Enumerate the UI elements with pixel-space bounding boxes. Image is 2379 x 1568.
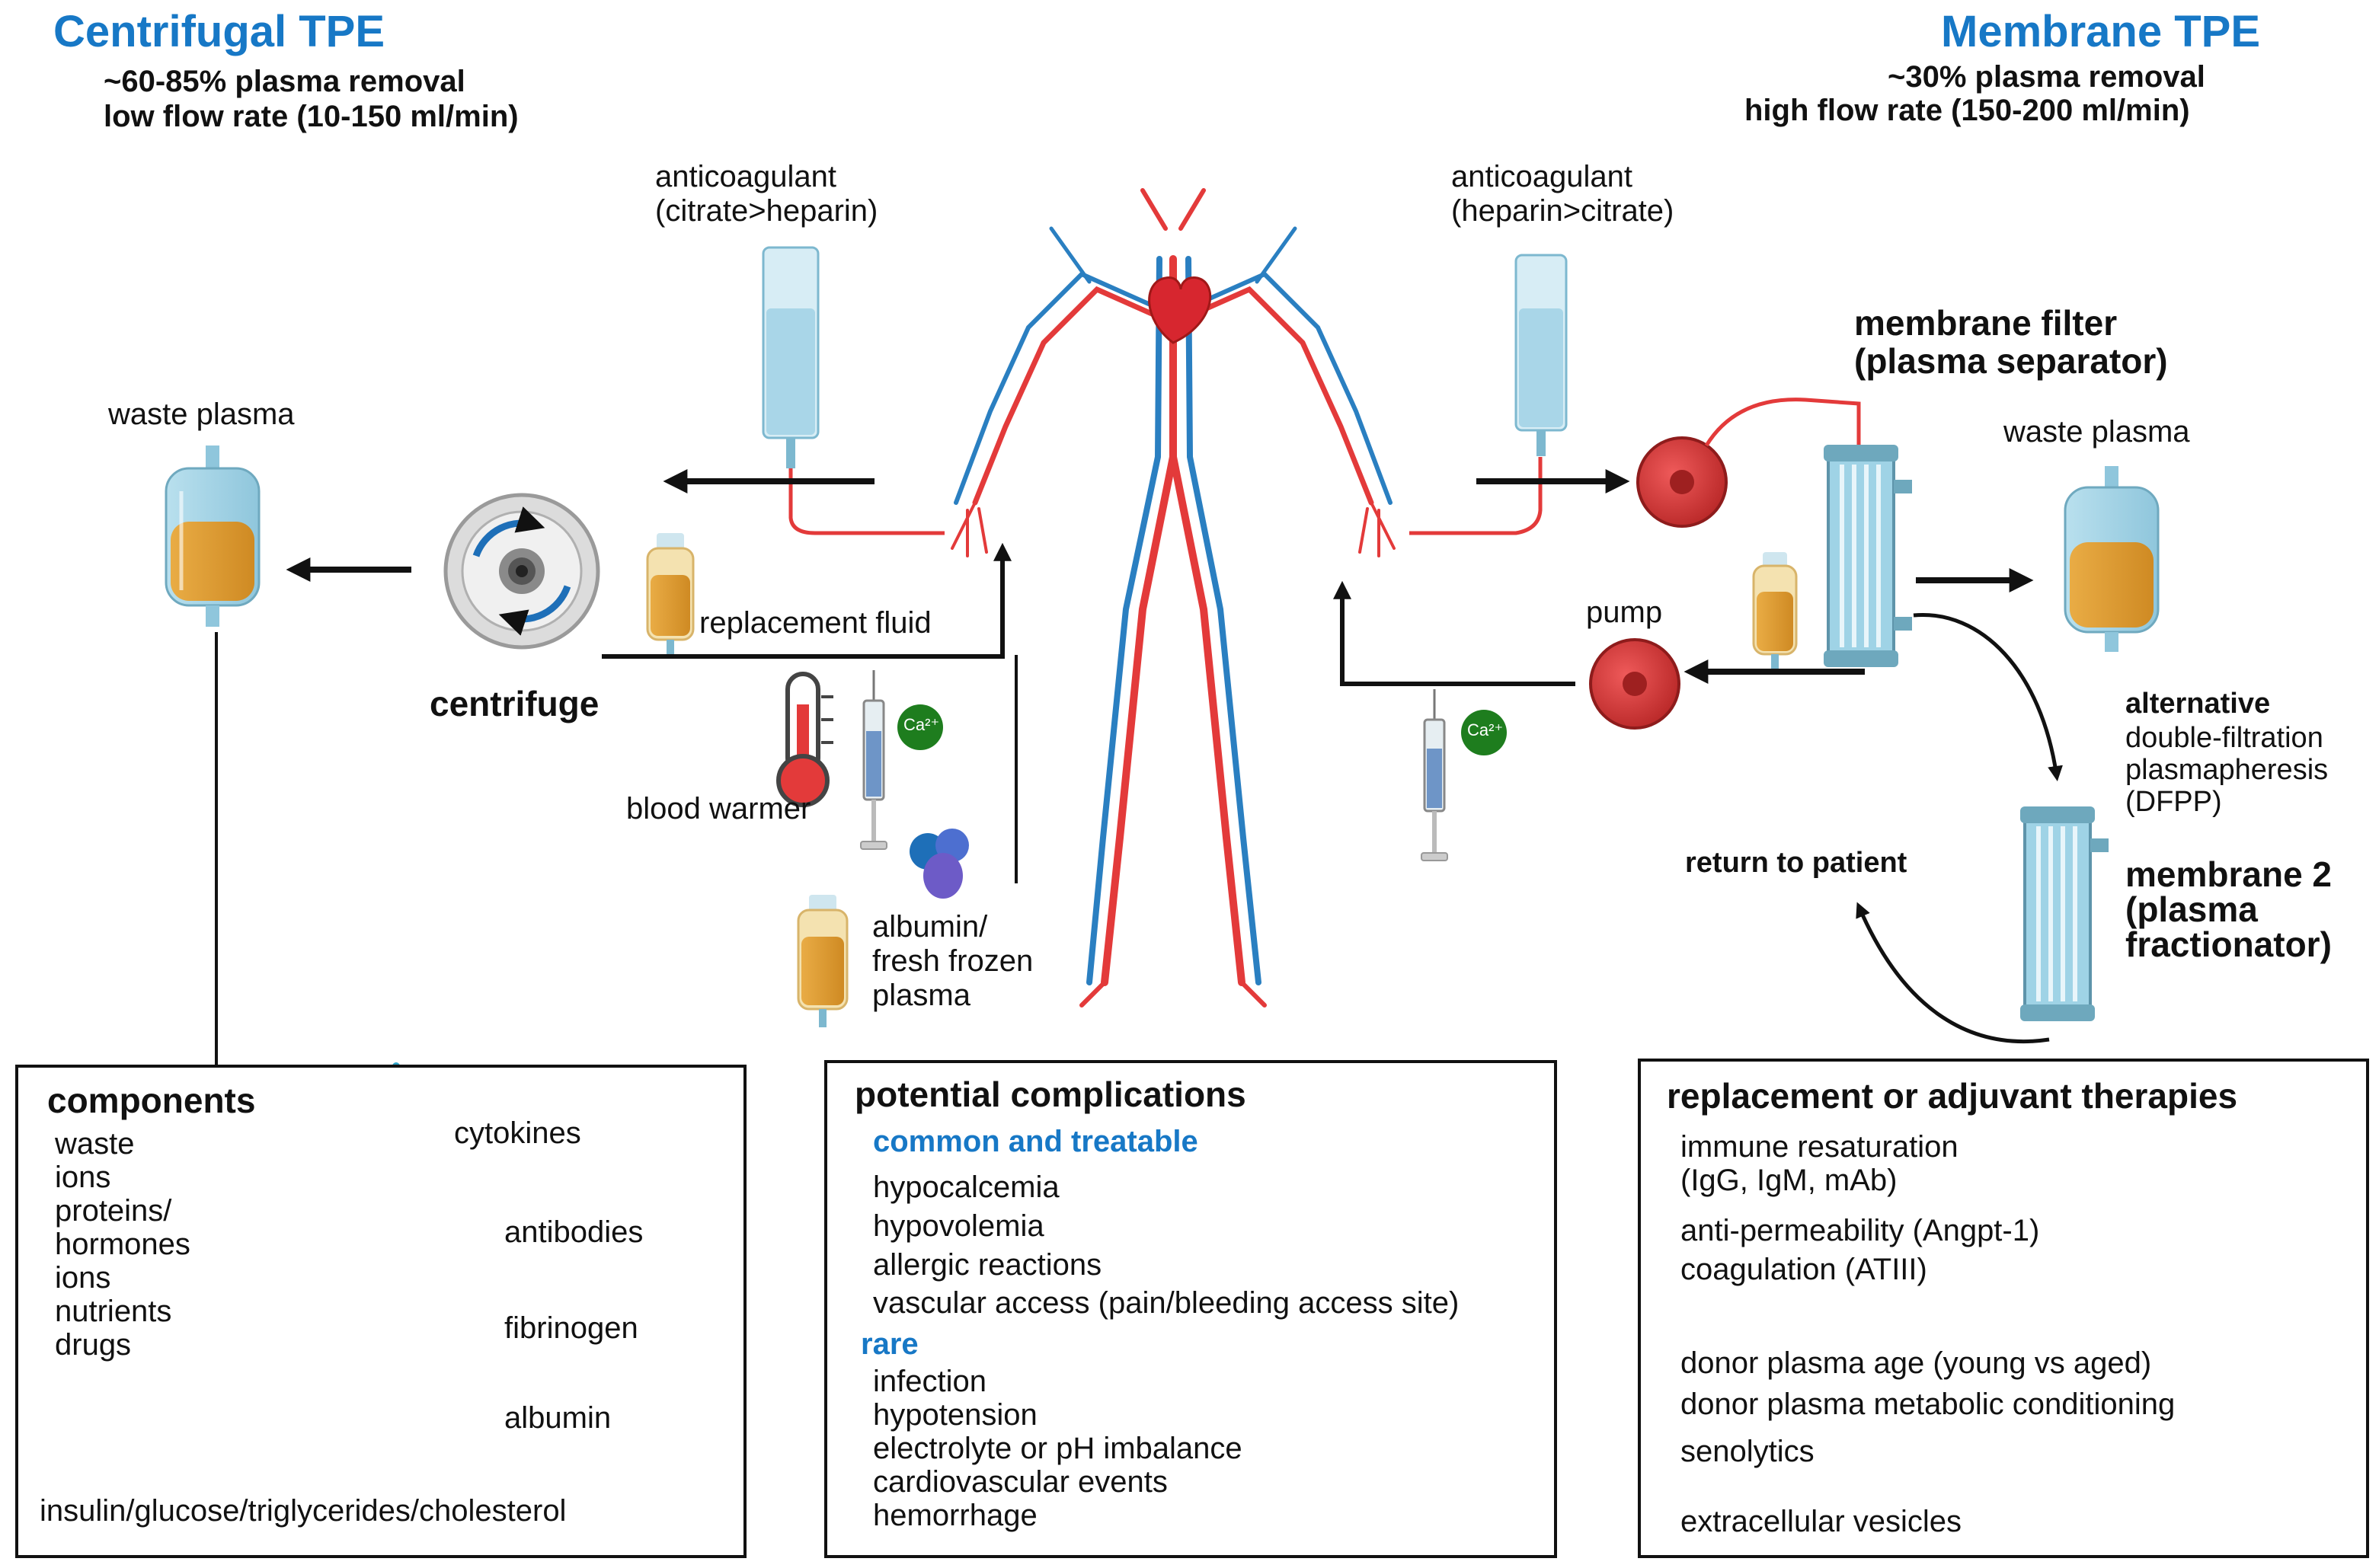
complication-item: electrolyte or pH imbalance — [873, 1432, 1242, 1465]
membrane-2-label: membrane 2 — [2125, 854, 2333, 894]
pump-to-filter-line — [1704, 398, 1861, 457]
complication-item: vascular access (pain/bleeding access si… — [873, 1286, 1460, 1321]
replacement-fluid-bag-icon — [646, 533, 695, 658]
donor-age-label: donor plasma age (young vs aged) — [1680, 1346, 2152, 1380]
complication-item: hypotension — [873, 1398, 1038, 1432]
components-box — [15, 1065, 747, 1558]
anticoagulant-left-label: anticoagulant — [655, 160, 836, 193]
dfpp-line4: (DFPP) — [2125, 786, 2222, 818]
waste-plasma-right-label: waste plasma — [2003, 415, 2190, 449]
senolytics-label: senolytics — [1680, 1435, 1815, 1468]
waste-plasma-bag-left-icon — [165, 445, 261, 627]
filter-to-membrane2-arrow — [1913, 612, 2063, 781]
immune-restoration-label: immune resaturation — [1680, 1130, 1959, 1164]
dfpp-line2: double-filtration — [2125, 722, 2323, 754]
albumin-label: albumin — [504, 1401, 612, 1435]
centrifuge-label: centrifuge — [430, 684, 600, 723]
pump-bottom-icon — [1589, 638, 1680, 730]
calcium-badge-right — [1461, 710, 1507, 755]
anticoagulant-line-right — [1409, 457, 1543, 535]
membrane-2-icon — [2020, 806, 2109, 1021]
membrane-tpe-title: Membrane TPE — [1941, 7, 2260, 56]
centrifugal-tpe-flow: low flow rate (10-150 ml/min) — [104, 100, 519, 133]
donor-metabolic-label: donor plasma metabolic conditioning — [1680, 1388, 2176, 1421]
plasma-separator-label: (plasma separator) — [1854, 341, 2168, 381]
immune-restoration-types: (IgG, IgM, mAb) — [1680, 1164, 1898, 1197]
centrifugal-tpe-removal: ~60-85% plasma removal — [104, 65, 465, 98]
alternative-label: alternative — [2125, 688, 2271, 720]
component-item: hormones — [55, 1228, 190, 1261]
albumin-ffp-line3: plasma — [872, 979, 970, 1012]
complication-item: infection — [873, 1365, 986, 1398]
pump-top-icon — [1636, 436, 1728, 528]
therapies-box — [1638, 1059, 2369, 1558]
component-item: proteins/ — [55, 1194, 172, 1228]
components-title: components — [47, 1081, 256, 1120]
albumin-ffp-bag-icon — [797, 895, 849, 1027]
complication-item: cardiovascular events — [873, 1465, 1168, 1499]
component-item: drugs — [55, 1328, 132, 1362]
waste-plasma-left-label: waste plasma — [108, 398, 295, 431]
common-complications-list: hypocalcemia hypovolemia allergic reacti… — [873, 1168, 1459, 1323]
waste-plasma-bag-right-icon — [2064, 466, 2160, 652]
antibodies-label: antibodies — [504, 1215, 644, 1249]
membrane-2-line3: fractionator) — [2125, 925, 2332, 964]
component-item: ions — [55, 1161, 111, 1194]
calcium-badge-left — [897, 704, 943, 750]
calcium-right-label: Ca²⁺ — [1467, 720, 1504, 739]
complication-item: hypovolemia — [873, 1209, 1044, 1243]
anticoagulant-line-left — [788, 468, 945, 535]
complication-item: hypocalcemia — [873, 1170, 1060, 1204]
membrane-2-line2: (plasma — [2125, 889, 2258, 929]
replacement-fluid-return-arrow — [602, 542, 1012, 659]
membrane-tpe-flow: high flow rate (150-200 ml/min) — [1744, 94, 2190, 127]
common-treatable-heading: common and treatable — [873, 1125, 1198, 1158]
membrane-filter-icon — [1824, 445, 1912, 667]
pump-label: pump — [1586, 596, 1663, 629]
syringe-left-icon — [860, 670, 887, 850]
cytokines-label: cytokines — [454, 1116, 581, 1150]
rare-complications-list: infection hypotension electrolyte or pH … — [873, 1365, 1242, 1532]
components-list: waste ions proteins/ hormones ions nutri… — [55, 1127, 190, 1362]
complications-title: potential complications — [855, 1075, 1246, 1114]
syringe-right-icon — [1421, 689, 1448, 861]
complications-box — [824, 1060, 1557, 1558]
pump-return-arrow — [1333, 580, 1575, 686]
extracellular-vesicles-label: extracellular vesicles — [1680, 1505, 1962, 1538]
thermometer-icon — [776, 672, 833, 807]
insulin-glucose-label: insulin/glucose/triglycerides/cholestero… — [40, 1494, 567, 1528]
fibrinogen-label: fibrinogen — [504, 1311, 638, 1345]
component-item: nutrients — [55, 1295, 172, 1328]
component-item: waste — [55, 1127, 135, 1161]
replacement-fluid-bag-right-icon — [1752, 552, 1798, 671]
albumin-ffp-line2: fresh frozen — [872, 944, 1034, 978]
anti-permeability-label: anti-permeability (Angpt-1) — [1680, 1214, 2040, 1247]
heart-icon — [1148, 276, 1212, 344]
membrane-tpe-removal: ~30% plasma removal — [1888, 60, 2205, 94]
anticoagulant-right-label: anticoagulant — [1451, 160, 1632, 193]
return-to-patient-label: return to patient — [1685, 847, 1907, 879]
centrifuge-icon — [443, 493, 600, 650]
albumin-ffp-line1: albumin/ — [872, 910, 988, 944]
rare-heading: rare — [861, 1327, 919, 1361]
membrane-filter-label: membrane filter — [1854, 303, 2118, 343]
component-item: ions — [55, 1261, 111, 1295]
anticoagulant-bag-right-icon — [1514, 254, 1568, 456]
therapies-title: replacement or adjuvant therapies — [1667, 1076, 2238, 1116]
calcium-left-label: Ca²⁺ — [903, 715, 940, 734]
complication-item: allergic reactions — [873, 1247, 1102, 1282]
return-to-patient-arrow — [1856, 902, 2050, 1044]
replacement-fluid-label: replacement fluid — [699, 606, 932, 640]
complication-item: hemorrhage — [873, 1499, 1038, 1532]
anticoagulant-right-type: (heparin>citrate) — [1451, 194, 1674, 228]
vascular-system-figure — [951, 188, 1396, 1008]
coagulation-label: coagulation (ATIII) — [1680, 1253, 1927, 1286]
anticoagulant-left-type: (citrate>heparin) — [655, 194, 878, 228]
centrifugal-tpe-title: Centrifugal TPE — [53, 7, 385, 56]
anticoagulant-bag-left-icon — [762, 246, 820, 468]
blood-warmer-label: blood warmer — [626, 792, 811, 826]
albumin-molecule-icon — [910, 829, 969, 899]
dfpp-line3: plasmapheresis — [2125, 754, 2329, 786]
